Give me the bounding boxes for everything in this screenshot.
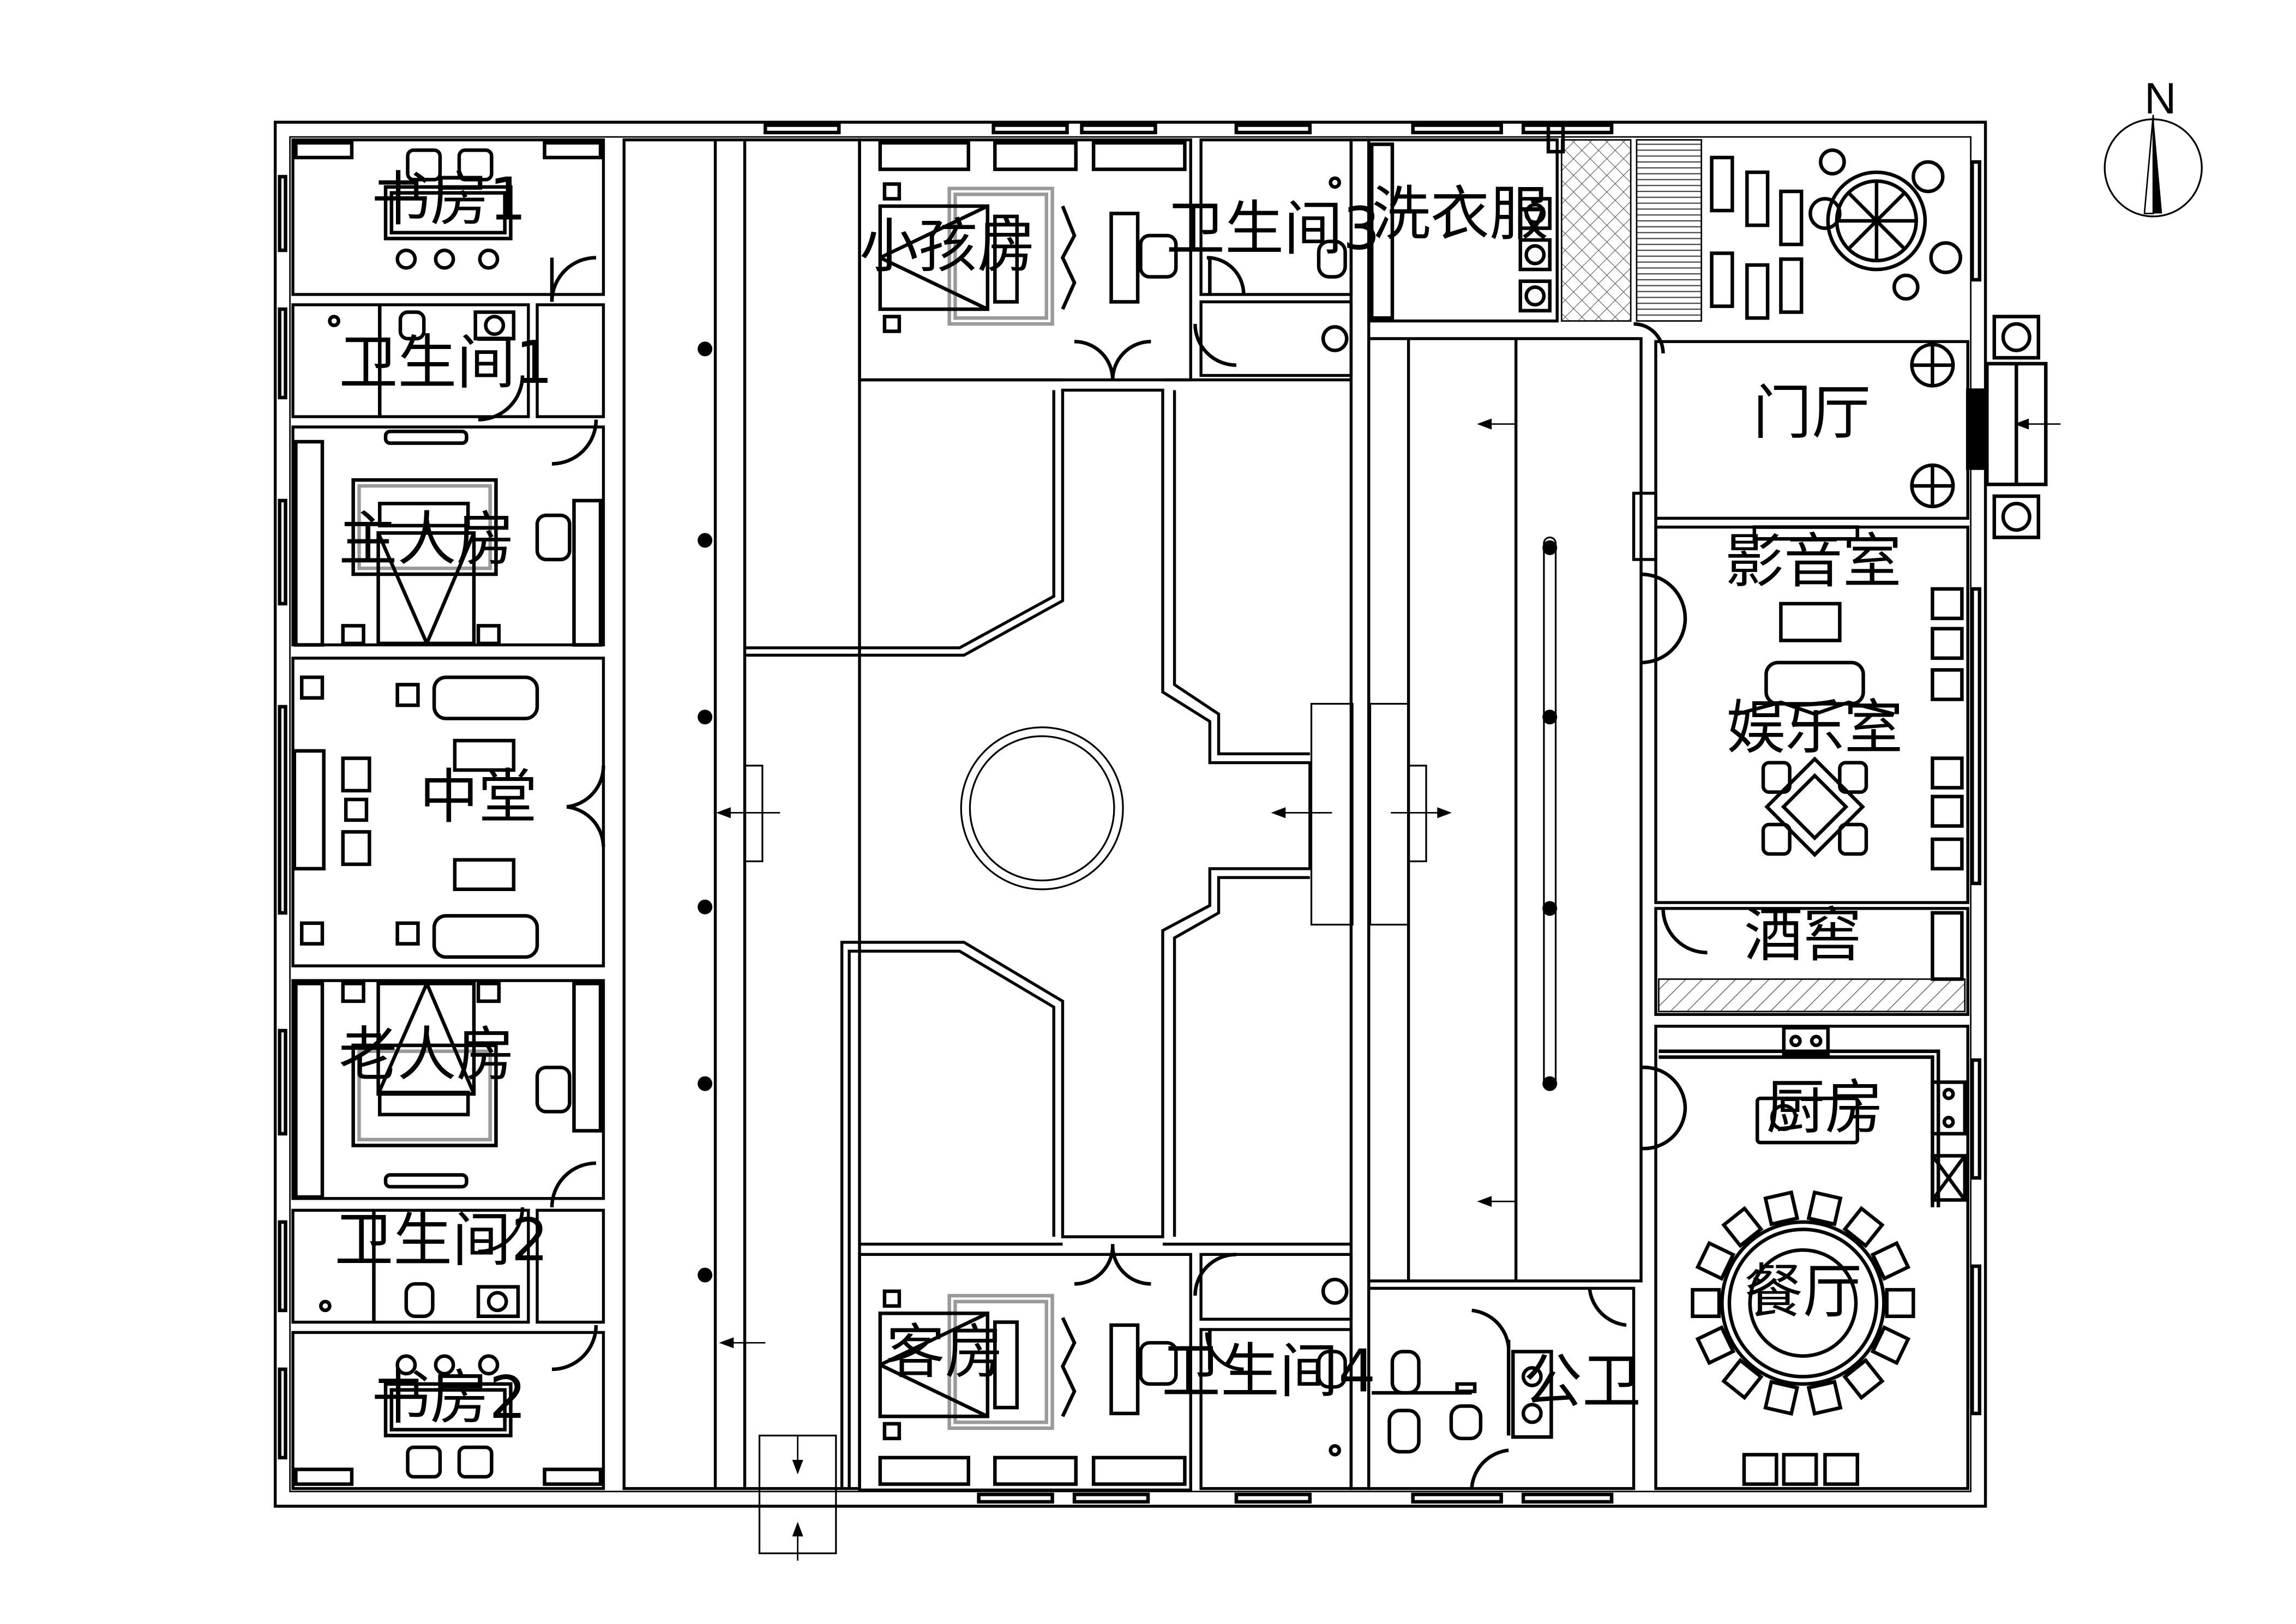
furniture-west <box>292 141 603 1486</box>
label-master: 主人房 <box>339 506 515 574</box>
dining-chair <box>1695 1325 1736 1366</box>
corridor-rails <box>1543 536 1557 1091</box>
outer-walls <box>273 121 1987 1508</box>
label-kids: 小孩房 <box>860 213 1036 281</box>
dining-chair <box>1806 1190 1843 1226</box>
dining-chair <box>1870 1241 1911 1281</box>
dining-chair <box>1695 1241 1736 1281</box>
courtyard-center <box>743 702 1427 1555</box>
dining-chair <box>1842 1206 1885 1248</box>
north-compass: N <box>2103 74 2203 218</box>
dining-chair <box>1721 1358 1764 1400</box>
label-pub-wc: 公卫 <box>1523 1348 1641 1416</box>
label-hall: 中堂 <box>419 763 537 831</box>
furniture-center <box>878 141 1349 1486</box>
label-av: 影音室 <box>1725 527 1902 596</box>
label-foyer: 门厅 <box>1753 379 1871 447</box>
label-study1: 书房1 <box>371 165 527 233</box>
label-dining: 餐厅 <box>1744 1258 1862 1326</box>
label-study2: 书房2 <box>371 1364 527 1432</box>
label-bath1: 卫生间1 <box>339 329 553 397</box>
dining-chair <box>1842 1358 1885 1400</box>
north-label: N <box>2144 74 2176 123</box>
courtyard-columns <box>698 341 1558 1283</box>
label-bath4: 卫生间4 <box>1162 1337 1376 1405</box>
furniture-east <box>1369 123 2048 1486</box>
label-kitchen: 厨房 <box>1766 1074 1884 1142</box>
textured-floor <box>1560 139 1966 1013</box>
dining-chair <box>1763 1380 1800 1416</box>
label-cellar: 酒窖 <box>1744 901 1862 970</box>
room-labels: 书房1 卫生间1 主人房 中堂 老人房 卫生间2 书房2 小孩房 卫生间3 客房… <box>334 165 1903 1432</box>
dining-chair <box>1691 1288 1721 1318</box>
label-bath2: 卫生间2 <box>334 1206 549 1274</box>
doors <box>478 256 1708 1488</box>
label-bath3: 卫生间3 <box>1166 195 1380 263</box>
dining-chair <box>1885 1288 1915 1318</box>
label-elder: 老人房 <box>339 1021 515 1089</box>
dining-chair <box>1806 1380 1843 1416</box>
dining-chair <box>1763 1190 1800 1226</box>
dining-chair <box>1721 1206 1764 1248</box>
label-guest: 客房 <box>886 1318 1004 1386</box>
label-ent: 娱乐室 <box>1727 694 1903 762</box>
dining-chairs <box>1691 1190 1915 1416</box>
direction-arrows <box>716 418 2061 1561</box>
dining-chair <box>1870 1325 1911 1366</box>
label-laundry: 洗衣服 <box>1372 180 1548 248</box>
